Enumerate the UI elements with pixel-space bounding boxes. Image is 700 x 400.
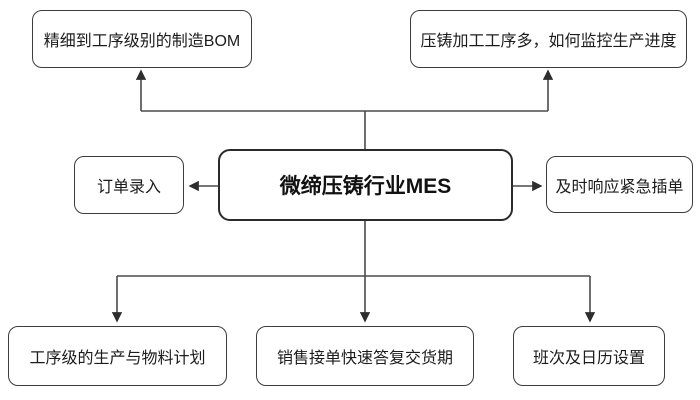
node-monitor-production-progress: 压铸加工工序多，如何监控生产进度 xyxy=(410,10,687,68)
node-production-material-planning: 工序级的生产与物料计划 xyxy=(8,326,227,386)
node-label: 工序级的生产与物料计划 xyxy=(29,350,206,367)
node-shift-calendar-settings: 班次及日历设置 xyxy=(513,326,665,386)
node-delivery-date-reply: 销售接单快速答复交货期 xyxy=(256,326,474,386)
node-order-entry: 订单录入 xyxy=(74,156,184,214)
node-label: 及时响应紧急插单 xyxy=(555,178,684,196)
node-label: 销售接单快速答复交货期 xyxy=(276,350,453,367)
node-label: 订单录入 xyxy=(96,179,161,196)
node-label: 精细到工序级别的制造BOM xyxy=(43,33,241,50)
node-mes-center: 微缔压铸行业MES xyxy=(218,149,513,221)
node-label: 班次及日历设置 xyxy=(532,350,645,367)
node-label: 压铸加工工序多，如何监控生产进度 xyxy=(420,33,677,50)
node-manufacturing-bom: 精细到工序级别的制造BOM xyxy=(32,10,252,68)
node-urgent-order-response: 及时响应紧急插单 xyxy=(546,156,693,213)
node-label: 微缔压铸行业MES xyxy=(279,175,452,198)
